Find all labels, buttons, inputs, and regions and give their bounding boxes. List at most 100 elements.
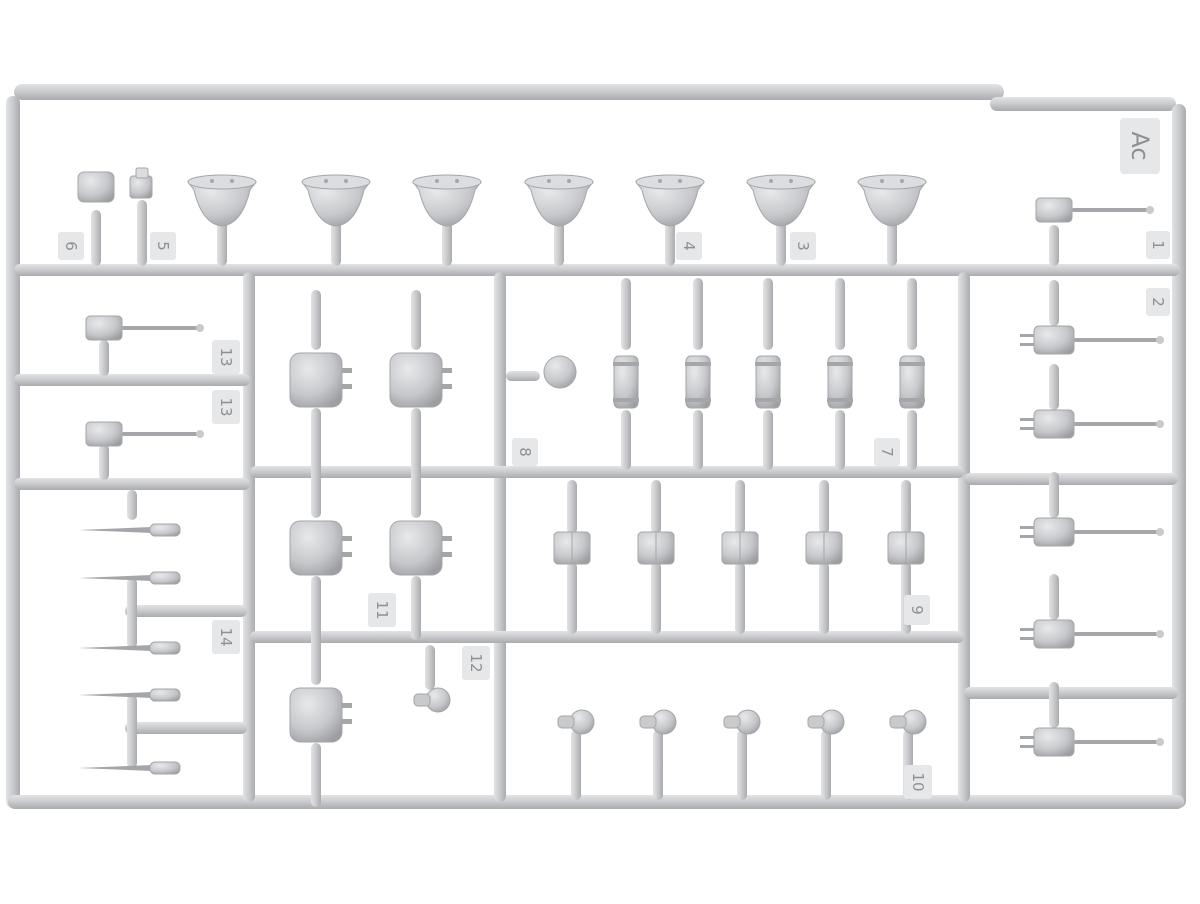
pouch-part <box>289 687 352 743</box>
tag-part-8: 8 <box>512 438 538 466</box>
rifle-part <box>78 688 181 702</box>
sprue-shape <box>135 167 149 179</box>
sprue-runners <box>6 84 1186 809</box>
gate <box>411 576 421 640</box>
sprue-shape <box>149 523 181 537</box>
gate <box>907 278 917 350</box>
gate <box>901 480 911 534</box>
part-number-label: 5 <box>154 241 172 251</box>
machine-gun-part <box>1020 517 1164 547</box>
gate <box>127 695 137 768</box>
sprue-shape <box>746 174 816 190</box>
sprue-shape <box>755 398 781 402</box>
sprue-shape <box>289 687 343 743</box>
sprue-shape <box>547 179 551 183</box>
gate <box>887 215 897 266</box>
gate <box>411 458 421 518</box>
sprue-shape <box>210 179 214 183</box>
sprue-shape <box>196 430 204 438</box>
sprue-shape <box>149 641 181 655</box>
runner-left <box>6 96 20 808</box>
sprue-shape <box>289 520 343 576</box>
pouch-part <box>289 520 352 576</box>
sprue-shape <box>1020 526 1034 529</box>
gate <box>311 576 321 640</box>
gate <box>311 743 321 807</box>
gate <box>651 480 661 534</box>
part-number-label: 13 <box>217 397 235 416</box>
gate <box>311 458 321 518</box>
gate <box>763 278 773 350</box>
tag-part-13a: 13 <box>212 340 240 374</box>
part-number-label: 14 <box>217 627 235 646</box>
runner-top-right <box>990 97 1176 111</box>
round-part <box>543 355 577 389</box>
tag-part-3: 3 <box>790 232 816 260</box>
sprue-shape <box>1033 727 1075 757</box>
sprue-shape <box>122 326 198 330</box>
sprue-shape <box>1156 336 1164 344</box>
tag-part-9: 9 <box>904 595 930 625</box>
runner-v2 <box>494 272 506 802</box>
sprue-shape <box>639 715 657 729</box>
sprue-shape <box>1074 632 1158 636</box>
sprue-shape <box>301 174 371 190</box>
box-part <box>553 531 591 565</box>
sprue-shape <box>342 703 352 708</box>
tag-part-14: 14 <box>212 620 240 654</box>
runner-stub-14a <box>125 605 247 617</box>
sprue-shape <box>442 368 452 373</box>
canister-part <box>685 355 711 409</box>
part-number-label: 11 <box>373 600 391 619</box>
sprue-shape <box>442 552 452 557</box>
gate <box>735 480 745 534</box>
sprue-shape <box>613 398 639 402</box>
sprue-shape <box>685 362 711 366</box>
runner-right <box>1172 104 1186 808</box>
sprue-shape <box>342 384 352 389</box>
sprue-shape <box>149 761 181 775</box>
gate <box>1049 472 1059 518</box>
rifle-part <box>78 761 181 775</box>
gate <box>1049 280 1059 326</box>
sprue-shape <box>413 693 431 707</box>
gate <box>411 408 421 472</box>
sprue-shape <box>78 527 152 533</box>
part-number-label: 10 <box>909 772 927 791</box>
sprue-shape <box>1156 420 1164 428</box>
gate <box>311 290 321 350</box>
gate <box>693 410 703 470</box>
runner-top <box>14 84 1004 100</box>
sprue-shape <box>1146 206 1154 214</box>
runner-v1 <box>243 272 255 802</box>
gate <box>621 278 631 350</box>
sprue-shape <box>827 398 853 402</box>
gate <box>1049 225 1059 266</box>
box-part <box>637 531 675 565</box>
sprue-shape <box>149 688 181 702</box>
sprue-shape <box>1156 528 1164 536</box>
runner-h-left-2 <box>14 478 250 490</box>
sprue-shape <box>857 174 927 190</box>
sprue-shape <box>1020 736 1034 739</box>
sprue-shape <box>769 179 773 183</box>
round-part <box>639 709 677 735</box>
gate <box>217 215 227 266</box>
helmet-part <box>412 174 482 227</box>
gate <box>735 562 745 634</box>
sprue-shape <box>78 645 152 651</box>
runner-v3 <box>958 272 970 802</box>
gate <box>137 200 147 266</box>
canister-part <box>613 355 639 409</box>
gate <box>127 578 137 648</box>
sprue-shape <box>1033 409 1075 439</box>
sprue-shape <box>187 174 257 190</box>
round-part <box>807 709 845 735</box>
machine-gun-part <box>1020 727 1164 757</box>
sprue-shape <box>85 421 123 447</box>
sprue-shape <box>1033 619 1075 649</box>
sprue-shape <box>196 324 204 332</box>
sprue-shape <box>880 179 884 183</box>
gate <box>653 730 663 800</box>
